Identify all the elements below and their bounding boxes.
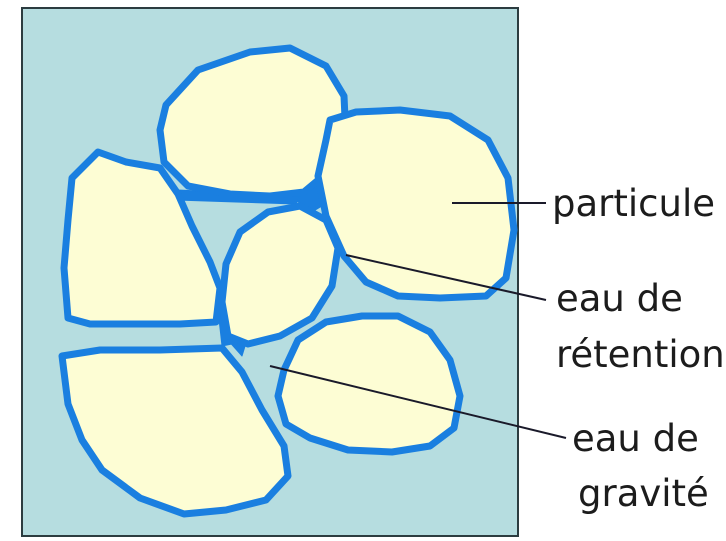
gravity-water-label-line1: eau de: [572, 417, 699, 460]
particle-bottom-right: [278, 316, 460, 452]
gravity-water-label-line2: gravité: [578, 472, 709, 515]
particle-label: particule: [552, 182, 715, 225]
retention-water-label-line2: rétention: [556, 333, 725, 376]
retention-water-label-line1: eau de: [556, 277, 683, 320]
